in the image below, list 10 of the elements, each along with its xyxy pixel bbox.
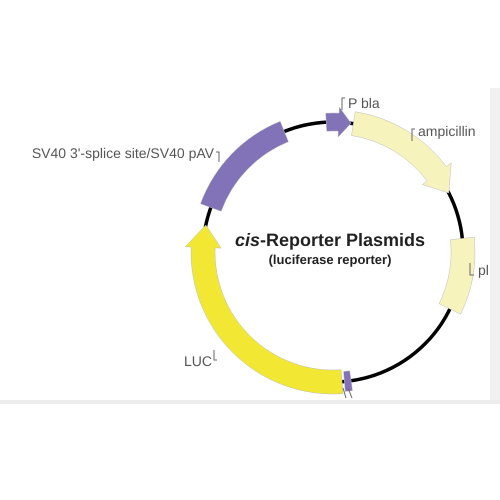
feature-label: ampicillin [418,123,476,139]
plasmid-title: cis-Reporter Plasmids [234,229,426,251]
plasmid-subtitle: (luciferase reporter) [268,252,392,268]
feature-label: pl [478,262,489,278]
feature-label: LUC [184,353,212,369]
plasmid-segment [343,370,353,392]
gene-segment [325,106,352,138]
plasmid-segment [438,236,476,314]
feature-label: P bla [348,95,380,111]
feature-label: SV40 3'-splice site/SV40 pAV [32,145,214,161]
